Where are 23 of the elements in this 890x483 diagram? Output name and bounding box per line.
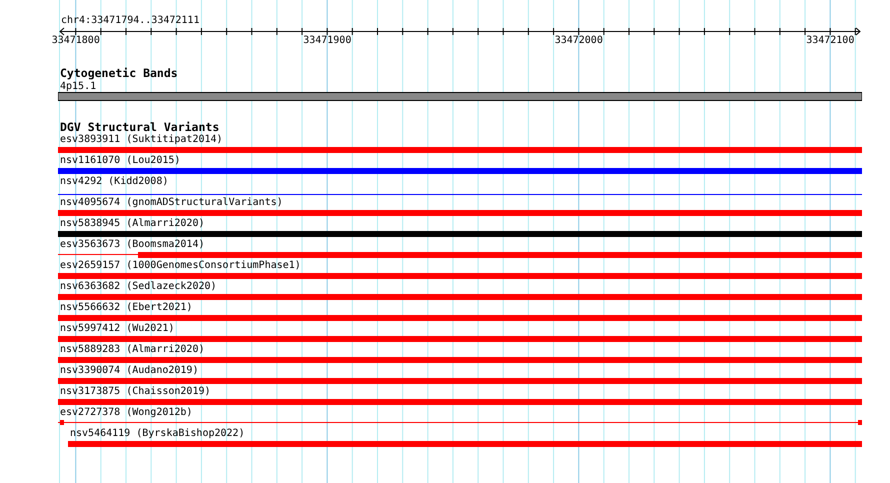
- variant-label: esv2659157 (1000GenomesConsortiumPhase1): [60, 260, 301, 272]
- variant-label: nsv1161070 (Lou2015): [60, 155, 180, 167]
- tick-label: 33472000: [554, 35, 603, 47]
- variant-label: esv3563673 (Boomsma2014): [60, 239, 204, 251]
- variant-label: esv3893911 (Suktitipat2014): [60, 134, 223, 146]
- tick-label: 33471900: [303, 35, 352, 47]
- ruler-title: chr4:33471794..33472111: [61, 15, 200, 27]
- variant-label: nsv3173875 (Chaisson2019): [60, 386, 211, 398]
- variant-label: nsv4095674 (gnomADStructuralVariants): [60, 197, 283, 209]
- track-heading: DGV Structural Variants: [60, 121, 220, 134]
- tick-label: 33472100: [806, 35, 854, 47]
- variant-label: nsv5838945 (Almarri2020): [60, 218, 204, 230]
- variant-label: nsv5997412 (Wu2021): [60, 323, 174, 335]
- variant-label: nsv5889283 (Almarri2020): [60, 344, 204, 356]
- variant-label: nsv4292 (Kidd2008): [60, 176, 168, 188]
- track-heading: Cytogenetic Bands: [60, 67, 178, 80]
- variant-label: nsv5464119 (ByrskaBishop2022): [70, 428, 245, 440]
- variant-label: nsv6363682 (Sedlazeck2020): [60, 281, 217, 293]
- variant-label: nsv5566632 (Ebert2021): [60, 302, 192, 314]
- band-label: 4p15.1: [60, 81, 96, 93]
- tick-label: 33471800: [52, 35, 100, 47]
- variant-label: nsv3390074 (Audano2019): [60, 365, 198, 377]
- variant-label: esv2727378 (Wong2012b): [60, 407, 192, 419]
